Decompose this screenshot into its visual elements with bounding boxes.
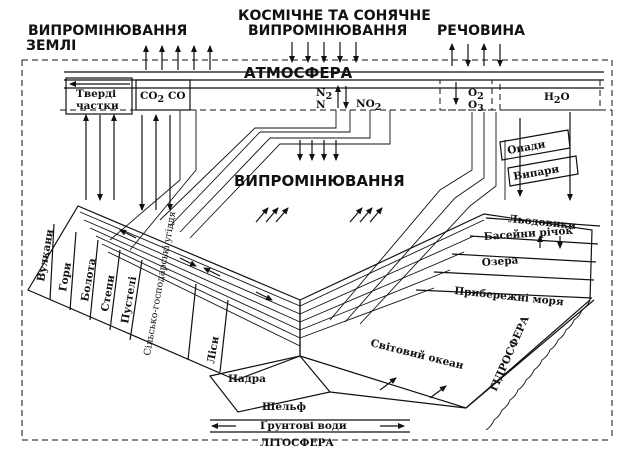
water-slope	[299, 213, 601, 409]
cosmic-radiation-arrows	[289, 42, 359, 63]
matter-arrows	[449, 43, 503, 67]
evaporation-box: Випари	[507, 155, 579, 187]
volcanoes-label: Вулкани	[35, 228, 56, 282]
nitrogen-gases: N2 N NO2	[316, 85, 381, 113]
cosmic-radiation-line1: КОСМІЧНЕ ТА СОНЯЧНЕ	[238, 8, 431, 24]
cosmic-radiation-heading: КОСМІЧНЕ ТА СОНЯЧНЕ ВИПРОМІНЮВАННЯ	[238, 8, 431, 39]
precipitation-box: Опади	[499, 129, 571, 161]
nitrogen-routing	[159, 110, 391, 239]
world-ocean-label: Світовий океан	[369, 337, 465, 372]
precipitation-label: Опади	[506, 138, 546, 157]
land-slope	[27, 205, 301, 381]
n-label: N	[316, 99, 326, 111]
solid-particles-line1: Тверді	[76, 88, 116, 100]
earth-radiation-line2: ЗЕМЛІ	[26, 38, 76, 54]
solid-particles-line2: частки	[76, 100, 119, 112]
solid-particles-cell: Тверді частки	[65, 77, 133, 115]
swamps-label: Болота	[79, 257, 98, 302]
h2o-label: H2O	[544, 91, 570, 106]
hydrosphere-wave	[485, 299, 591, 431]
lithosphere-section: Надра Шельф Ґрунтові води ЛІТОСФЕРА	[208, 355, 410, 449]
shelf-label: Шельф	[262, 401, 307, 413]
water-vapour-cell: H2O	[499, 79, 601, 111]
no2-label: NO2	[356, 98, 381, 113]
o2-label: O2	[468, 87, 484, 102]
center-radiation: ВИПРОМІНЮВАННЯ	[234, 140, 405, 223]
groundwater-label: Ґрунтові води	[260, 419, 347, 432]
co-label: CO	[168, 90, 186, 102]
o3-label: O3	[468, 99, 484, 114]
bowels-label: Надра	[228, 373, 266, 385]
earth-radiation-line1: ВИПРОМІНЮВАННЯ	[28, 23, 187, 39]
coastal-seas-label: Прибережні моря	[454, 285, 565, 308]
earth-radiation-arrows	[143, 45, 213, 70]
oxygen-gases: O2 O3	[439, 79, 493, 114]
center-radiation-label: ВИПРОМІНЮВАННЯ	[234, 172, 405, 190]
lakes-label: Озера	[481, 254, 519, 269]
land-atmosphere-links	[83, 110, 197, 251]
carbon-gases-cell: CO2 CO	[135, 79, 191, 111]
atmosphere-title: АТМОСФЕРА	[244, 64, 353, 82]
mountains-label: Гори	[57, 261, 74, 292]
hydro-atmosphere-links	[329, 112, 573, 325]
water-band-labels: Льодовики Басейни річок Озера Прибережні…	[369, 213, 576, 393]
atmosphere-box	[21, 59, 613, 441]
cosmic-radiation-line2: ВИПРОМІНЮВАННЯ	[248, 23, 407, 39]
lithosphere-label: ЛІТОСФЕРА	[260, 437, 334, 449]
earth-radiation-heading: ВИПРОМІНЮВАННЯ ЗЕМЛІ	[26, 23, 187, 54]
co2-label: CO2	[140, 90, 164, 105]
n2-label: N2	[316, 87, 332, 102]
matter-heading: РЕЧОВИНА	[437, 23, 525, 39]
forests-label: Ліси	[205, 335, 222, 364]
